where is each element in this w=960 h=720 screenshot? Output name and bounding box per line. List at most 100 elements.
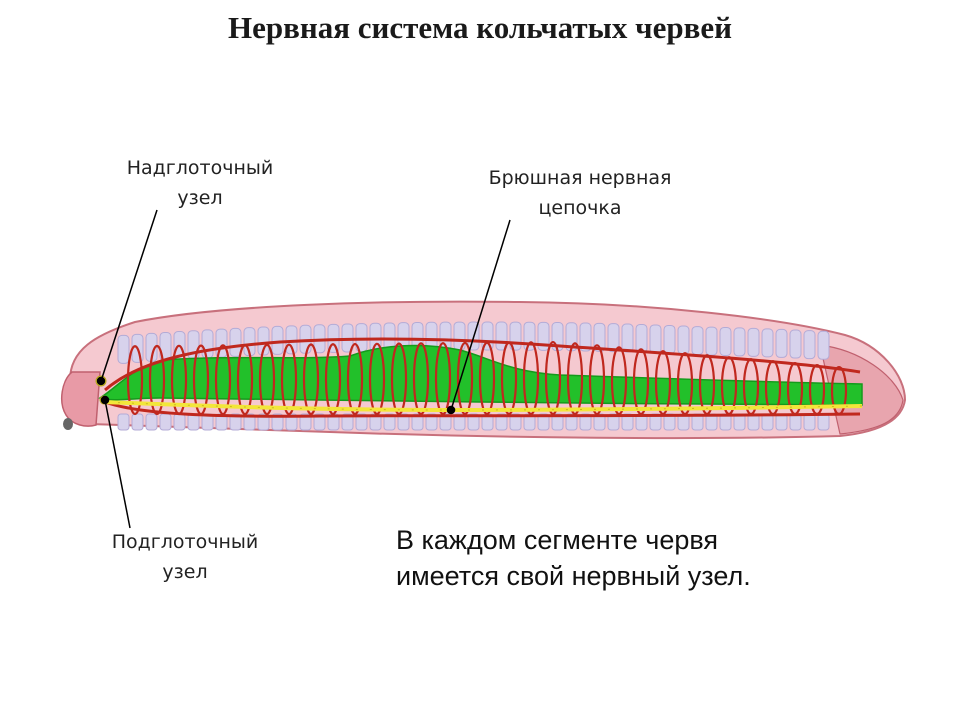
- label-line: цепочка: [538, 197, 622, 219]
- segment-band: [789, 413, 802, 431]
- ring-vessel: [324, 343, 342, 416]
- segment-band: [201, 329, 214, 359]
- segment-band: [271, 413, 284, 431]
- segment-band: [817, 413, 830, 431]
- segment-band: [705, 326, 718, 356]
- segment-band: [439, 413, 452, 431]
- ring-vessel: [610, 346, 628, 416]
- ring-vessel: [280, 343, 298, 416]
- segment-band: [453, 321, 466, 351]
- caption: В каждом сегменте червя имеется свой нер…: [396, 522, 936, 594]
- segment-band: [677, 325, 690, 355]
- ring-vessel: [302, 343, 320, 416]
- segment-band: [537, 413, 550, 431]
- ring-vessel: [544, 340, 562, 416]
- label-ventral-nerve-cord: Брюшная нервная цепочка: [465, 163, 695, 223]
- segment-band: [117, 334, 130, 364]
- segment-band: [131, 413, 144, 431]
- ring-vessel: [368, 342, 386, 416]
- segment-band: [803, 330, 816, 360]
- ring-vessel: [500, 341, 518, 416]
- segment-band: [551, 413, 564, 431]
- caption-line: имеется свой нервный узел.: [396, 561, 751, 591]
- segment-band: [383, 413, 396, 431]
- segment-band: [761, 413, 774, 431]
- segment-band: [607, 413, 620, 431]
- blood-vessels: [104, 337, 861, 418]
- ring-vessel: [698, 354, 716, 416]
- ring-vessel: [720, 356, 738, 416]
- segment-band: [187, 413, 200, 431]
- segment-band: [257, 326, 270, 356]
- ring-vessel: [456, 341, 474, 416]
- segment-band: [509, 413, 522, 431]
- ring-vessel: [148, 344, 166, 416]
- segment-band: [117, 413, 130, 431]
- leader-lines: [96, 209, 511, 529]
- segment-band: [159, 413, 172, 431]
- ring-vessel: [478, 341, 496, 416]
- segment-band: [579, 413, 592, 431]
- segment-band: [649, 324, 662, 354]
- segment-band: [775, 413, 788, 431]
- segment-band: [775, 328, 788, 358]
- segment-band: [467, 413, 480, 431]
- segment-band: [285, 413, 298, 431]
- segment-band: [397, 413, 410, 431]
- segment-band: [789, 329, 802, 359]
- segment-band: [243, 413, 256, 431]
- segment-band: [565, 413, 578, 431]
- caption-line: В каждом сегменте червя: [396, 525, 719, 555]
- ring-vessel: [588, 344, 606, 416]
- segment-band: [593, 413, 606, 431]
- ring-vessel: [764, 360, 782, 416]
- ring-vessel: [126, 345, 144, 416]
- ring-vessel: [676, 352, 694, 416]
- label-supraesophageal-ganglion: Надглоточный узел: [110, 153, 290, 213]
- segment-band: [607, 323, 620, 353]
- segment-band: [733, 327, 746, 357]
- leader-line-subesophageal: [104, 399, 131, 529]
- segment-band: [621, 413, 634, 431]
- ring-vessel: [258, 343, 276, 416]
- segment-band: [495, 413, 508, 431]
- segment-band: [173, 413, 186, 431]
- ring-vessel: [566, 342, 584, 416]
- ring-vessel: [214, 344, 232, 416]
- segment-band: [257, 413, 270, 431]
- segment-band: [341, 413, 354, 431]
- leader-line-ventral-cord: [450, 219, 511, 411]
- body-segments-bottom: [117, 413, 830, 431]
- ring-vessel: [786, 362, 804, 416]
- segment-band: [355, 413, 368, 431]
- segment-band: [691, 326, 704, 356]
- label-line: Надглоточный: [126, 157, 274, 179]
- label-line: Подглоточный: [111, 531, 259, 553]
- segment-band: [299, 413, 312, 431]
- ring-vessel: [236, 344, 254, 416]
- segment-band: [663, 324, 676, 354]
- segment-band: [579, 322, 592, 352]
- pointer-dot-supraesophageal: [96, 376, 106, 386]
- segment-band: [621, 323, 634, 353]
- ring-vessel: [742, 358, 760, 416]
- ring-vessel: [346, 342, 364, 416]
- segment-band: [761, 328, 774, 358]
- label-line: узел: [177, 187, 223, 209]
- ring-vessel: [522, 341, 540, 416]
- ring-vessel: [170, 344, 188, 416]
- segment-band: [453, 413, 466, 431]
- segment-band: [747, 327, 760, 357]
- label-line: Брюшная нервная: [488, 167, 672, 189]
- segment-band: [271, 325, 284, 355]
- label-subesophageal-ganglion: Подглоточный узел: [95, 527, 275, 587]
- ring-vessel: [390, 342, 408, 416]
- ring-vessel: [412, 342, 430, 416]
- pointer-dot-subesophageal: [100, 395, 110, 405]
- leader-line-supraesophageal: [100, 209, 158, 382]
- segment-band: [425, 413, 438, 431]
- label-line: узел: [162, 561, 208, 583]
- segment-band: [719, 326, 732, 356]
- segment-band: [145, 413, 158, 431]
